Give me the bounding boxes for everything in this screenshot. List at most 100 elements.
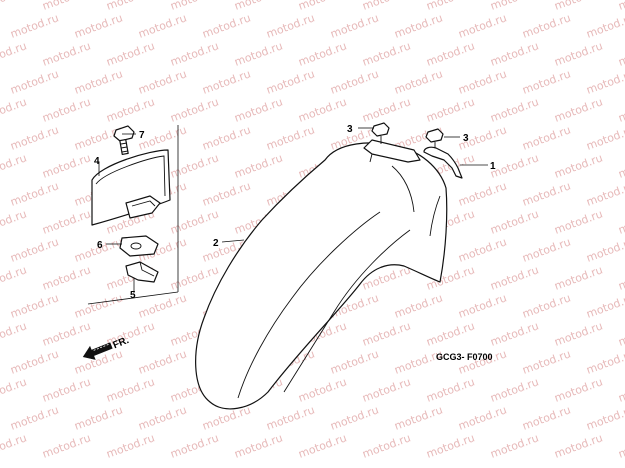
watermark-text: motod.ru	[0, 39, 28, 68]
watermark-text: motod.ru	[73, 11, 125, 40]
watermark-text: motod.ru	[393, 291, 445, 320]
watermark-text: motod.ru	[169, 95, 221, 124]
watermark-text: motod.ru	[425, 375, 477, 404]
callout-6: 6	[97, 240, 103, 251]
part-3-bolt-right	[425, 128, 444, 150]
watermark-text: motod.ru	[489, 151, 541, 180]
watermark-text: motod.ru	[617, 319, 625, 348]
watermark-text: motod.ru	[457, 67, 509, 96]
callout-5: 5	[130, 290, 136, 301]
watermark-text: motod.ru	[489, 263, 541, 292]
watermark-text: motod.ru	[585, 179, 625, 208]
watermark-text: motod.ru	[521, 11, 573, 40]
watermark-text: motod.ru	[105, 375, 157, 404]
watermark-text: motod.ru	[201, 179, 253, 208]
watermark-text: motod.ru	[585, 11, 625, 40]
inset-separator	[87, 125, 179, 305]
watermark-text: motod.ru	[617, 0, 625, 13]
watermark-text: motod.ru	[0, 263, 28, 292]
watermark-text: motod.ru	[41, 95, 93, 124]
watermark-text: motod.ru	[201, 123, 253, 152]
watermark-text: motod.ru	[361, 0, 413, 13]
watermark-text: motod.ru	[585, 235, 625, 264]
watermark-text: motod.ru	[361, 95, 413, 124]
watermark-text: motod.ru	[489, 207, 541, 236]
watermark-text: motod.ru	[233, 151, 285, 180]
part-6-rubber-block	[119, 235, 159, 257]
watermark-text: motod.ru	[425, 319, 477, 348]
watermark-text: motod.ru	[169, 207, 221, 236]
watermark-text: motod.ru	[361, 39, 413, 68]
part-1-clip	[423, 146, 463, 179]
watermark-text: motod.ru	[585, 347, 625, 376]
fender-top-bracket	[363, 139, 421, 163]
watermark-text: motod.ru	[553, 39, 605, 68]
watermark-text: motod.ru	[553, 151, 605, 180]
watermark-text: motod.ru	[553, 95, 605, 124]
watermark-text: motod.ru	[233, 431, 285, 460]
watermark-text: motod.ru	[9, 235, 61, 264]
watermark-text: motod.ru	[393, 11, 445, 40]
watermark-text: motod.ru	[265, 11, 317, 40]
watermark-text: motod.ru	[393, 67, 445, 96]
watermark-text: motod.ru	[489, 319, 541, 348]
watermark-text: motod.ru	[521, 123, 573, 152]
watermark-text: motod.ru	[265, 67, 317, 96]
watermark-text: motod.ru	[137, 291, 189, 320]
watermark-text: motod.ru	[41, 375, 93, 404]
watermark-text: motod.ru	[585, 123, 625, 152]
watermark-text: motod.ru	[105, 39, 157, 68]
callout-1: 1	[490, 161, 496, 172]
watermark-text: motod.ru	[169, 263, 221, 292]
watermark-text: motod.ru	[73, 291, 125, 320]
watermark-text: motod.ru	[489, 39, 541, 68]
watermark-text: motod.ru	[393, 403, 445, 432]
watermark-text: motod.ru	[617, 207, 625, 236]
watermark-text: motod.ru	[9, 67, 61, 96]
watermark-text: motod.ru	[9, 179, 61, 208]
watermark-text: motod.ru	[521, 403, 573, 432]
watermark-text: motod.ru	[521, 179, 573, 208]
watermark-text: motod.ru	[297, 375, 349, 404]
watermark-text: motod.ru	[457, 179, 509, 208]
watermark-text: motod.ru	[41, 431, 93, 460]
watermark-text: motod.ru	[617, 39, 625, 68]
watermark-text: motod.ru	[361, 319, 413, 348]
watermark-text: motod.ru	[489, 375, 541, 404]
watermark-text: motod.ru	[0, 207, 28, 236]
watermark-text: motod.ru	[617, 95, 625, 124]
watermark-text: motod.ru	[265, 403, 317, 432]
callout-3-left: 3	[347, 124, 353, 135]
watermark-text: motod.ru	[9, 403, 61, 432]
watermark-text: motod.ru	[489, 431, 541, 460]
watermark-text: motod.ru	[329, 67, 381, 96]
watermark-text: motod.ru	[425, 0, 477, 13]
watermark-text: motod.ru	[457, 403, 509, 432]
watermark-text: motod.ru	[585, 403, 625, 432]
watermark-text: motod.ru	[0, 151, 28, 180]
watermark-text: motod.ru	[0, 319, 28, 348]
part-3-bolt-left	[371, 122, 390, 144]
watermark-text: motod.ru	[73, 403, 125, 432]
part-2-front-fender	[195, 142, 448, 410]
watermark-text: motod.ru	[169, 39, 221, 68]
watermark-text: motod.ru	[585, 67, 625, 96]
watermark-text: motod.ru	[297, 39, 349, 68]
watermark-text: motod.ru	[489, 0, 541, 13]
watermark-text: motod.ru	[361, 431, 413, 460]
watermark-text: motod.ru	[137, 347, 189, 376]
watermark-text: motod.ru	[265, 123, 317, 152]
watermark-text: motod.ru	[169, 0, 221, 13]
watermark-text: motod.ru	[105, 95, 157, 124]
leader-2	[221, 239, 245, 243]
watermark-text: motod.ru	[617, 151, 625, 180]
watermark-text: motod.ru	[9, 11, 61, 40]
watermark-text: motod.ru	[137, 67, 189, 96]
watermark-text: motod.ru	[41, 39, 93, 68]
watermark-text: motod.ru	[201, 67, 253, 96]
watermark-text: motod.ru	[0, 431, 28, 460]
watermark-text: motod.ru	[521, 235, 573, 264]
watermark-text: motod.ru	[521, 347, 573, 376]
watermark-text: motod.ru	[521, 67, 573, 96]
watermark-text: motod.ru	[41, 207, 93, 236]
